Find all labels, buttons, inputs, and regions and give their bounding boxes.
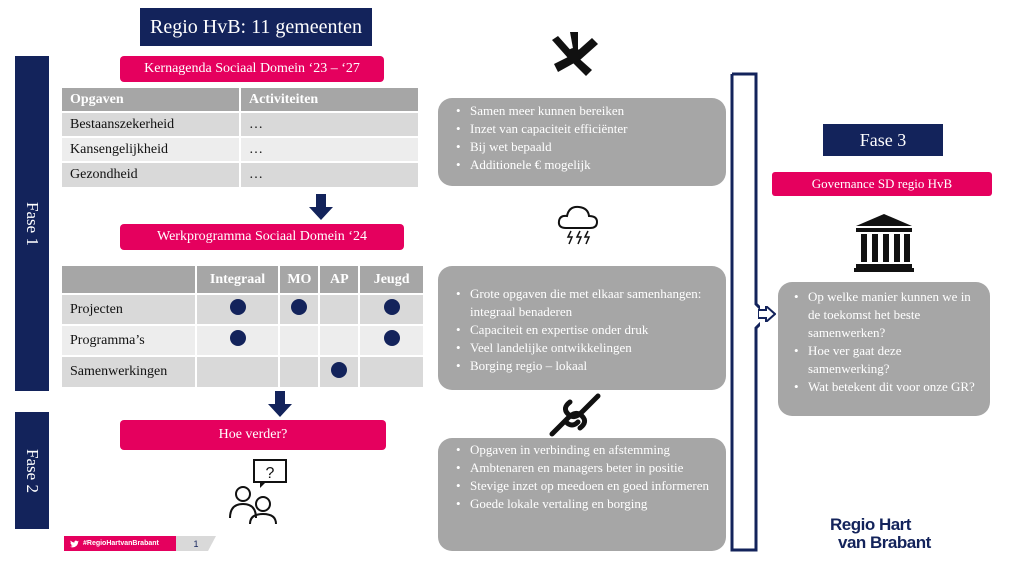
- table-header-row: Integraal MO AP Jeugd: [62, 266, 425, 294]
- row-label: Projecten: [62, 293, 197, 325]
- down-arrow-icon: [268, 391, 292, 417]
- list-item: Wat betekent dit voor onze GR?: [790, 378, 978, 396]
- table-header: Opgaven: [62, 88, 241, 112]
- werkprogramma-label: Werkprogramma Sociaal Domein ‘24: [120, 224, 404, 250]
- matrix-cell: [359, 324, 425, 356]
- list-item: Veel landelijke ontwikkelingen: [452, 339, 712, 357]
- table-header: AP: [319, 266, 361, 294]
- table-cell: Gezondheid: [62, 161, 241, 187]
- list-item: Inzet van capaciteit efficiënter: [452, 120, 712, 138]
- arrow-frame: [730, 72, 760, 552]
- logo-line-2: van Brabant: [838, 533, 931, 552]
- list-item: Opgaven in verbinding en afstemming: [452, 441, 712, 459]
- matrix-cell: [359, 293, 425, 325]
- list-item: Ambtenaren en managers beter in positie: [452, 459, 712, 477]
- matrix-cell: [319, 324, 361, 356]
- matrix-cell: [359, 355, 425, 387]
- table-row: Kansengelijkheid …: [62, 136, 418, 162]
- kernagenda-label: Kernagenda Sociaal Domein ‘23 – ‘27: [120, 56, 384, 82]
- list-item: Goede lokale vertaling en borging: [452, 495, 712, 513]
- list-item: Hoe ver gaat deze samenwerking?: [790, 342, 978, 378]
- involvement-dot: [331, 361, 348, 378]
- storm-cloud-icon: [557, 205, 599, 245]
- twitter-icon: [70, 540, 79, 547]
- matrix-cell: [195, 293, 281, 325]
- list-item: Samen meer kunnen bereiken: [452, 102, 712, 120]
- phase-3-label: Fase 3: [823, 124, 943, 156]
- row-label: Samenwerkingen: [62, 355, 197, 387]
- table-cell: …: [240, 161, 418, 187]
- table-cell: Kansengelijkheid: [62, 136, 241, 162]
- involvement-dot: [383, 299, 400, 315]
- phase-1-label: Fase 1: [23, 201, 43, 246]
- involvement-dot: [291, 299, 308, 315]
- table-row: Samenwerkingen: [62, 355, 425, 387]
- down-arrow-icon: [309, 194, 333, 220]
- list-item: Additionele € mogelijk: [452, 156, 712, 174]
- questions-bubble: Op welke manier kunnen we in de toekomst…: [778, 282, 990, 416]
- table-header: Integraal: [195, 266, 281, 294]
- hoe-verder-label: Hoe verder?: [120, 420, 386, 450]
- logo-line-1: Regio Hart: [830, 515, 911, 534]
- building-icon: [854, 214, 914, 272]
- right-arrow-icon: [758, 306, 776, 322]
- table-row: Projecten: [62, 293, 425, 325]
- table-header: Jeugd: [359, 266, 425, 294]
- challenges-bubble: Grote opgaven die met elkaar samenhangen…: [438, 266, 726, 390]
- table-cell: Bestaanszekerheid: [62, 111, 241, 137]
- list-item: Capaciteit en expertise onder druk: [452, 321, 712, 339]
- page-title: Regio HvB: 11 gemeenten: [140, 8, 372, 46]
- phase-2-label: Fase 2: [23, 448, 43, 493]
- list-item: Bij wet bepaald: [452, 138, 712, 156]
- people-question-icon: ?: [229, 459, 287, 524]
- matrix-cell: [279, 324, 321, 356]
- table-row: Gezondheid …: [62, 161, 418, 187]
- list-item: Borging regio – lokaal: [452, 357, 712, 375]
- footer-hashtag-text: #RegioHartvanBrabant: [83, 540, 159, 547]
- list-item: Grote opgaven die met elkaar samenhangen…: [452, 285, 712, 321]
- table-cell: …: [240, 136, 418, 162]
- benefits-bubble: Samen meer kunnen bereiken Inzet van cap…: [438, 98, 726, 186]
- phase-2-bar: Fase 2: [15, 412, 49, 529]
- table-row: Programma’s: [62, 324, 425, 356]
- phase-1-bar: Fase 1: [15, 56, 49, 391]
- row-label: Programma’s: [62, 324, 197, 356]
- table-header: [62, 266, 197, 294]
- involvement-dot: [229, 330, 246, 346]
- footer-hashtag: #RegioHartvanBrabant: [64, 536, 182, 551]
- list-item: Op welke manier kunnen we in de toekomst…: [790, 288, 978, 342]
- connection-bubble: Opgaven in verbinding en afstemming Ambt…: [438, 438, 726, 551]
- table-header-row: Opgaven Activiteiten: [62, 88, 418, 112]
- matrix-cell: [319, 355, 361, 387]
- matrix-cell: [195, 355, 281, 387]
- involvement-dot: [229, 299, 246, 315]
- matrix-cell: [195, 324, 281, 356]
- list-item: Stevige inzet op meedoen en goed informe…: [452, 477, 712, 495]
- werkprogramma-table: Integraal MO AP Jeugd Projecten Programm…: [62, 266, 425, 387]
- knot-icon: [549, 393, 601, 437]
- svg-text:?: ?: [266, 465, 275, 482]
- regio-hart-logo: Regio Hart van Brabant: [830, 516, 970, 556]
- table-header: MO: [279, 266, 321, 294]
- table-cell: …: [240, 111, 418, 137]
- involvement-dot: [383, 330, 400, 346]
- matrix-cell: [279, 355, 321, 387]
- matrix-cell: [279, 293, 321, 325]
- governance-label: Governance SD regio HvB: [772, 172, 992, 196]
- table-header: Activiteiten: [240, 88, 418, 112]
- kernagenda-table: Opgaven Activiteiten Bestaanszekerheid ……: [62, 88, 418, 187]
- table-row: Bestaanszekerheid …: [62, 111, 418, 137]
- page-number: 1: [176, 536, 216, 551]
- matrix-cell: [319, 293, 361, 325]
- hands-together-icon: [552, 32, 598, 76]
